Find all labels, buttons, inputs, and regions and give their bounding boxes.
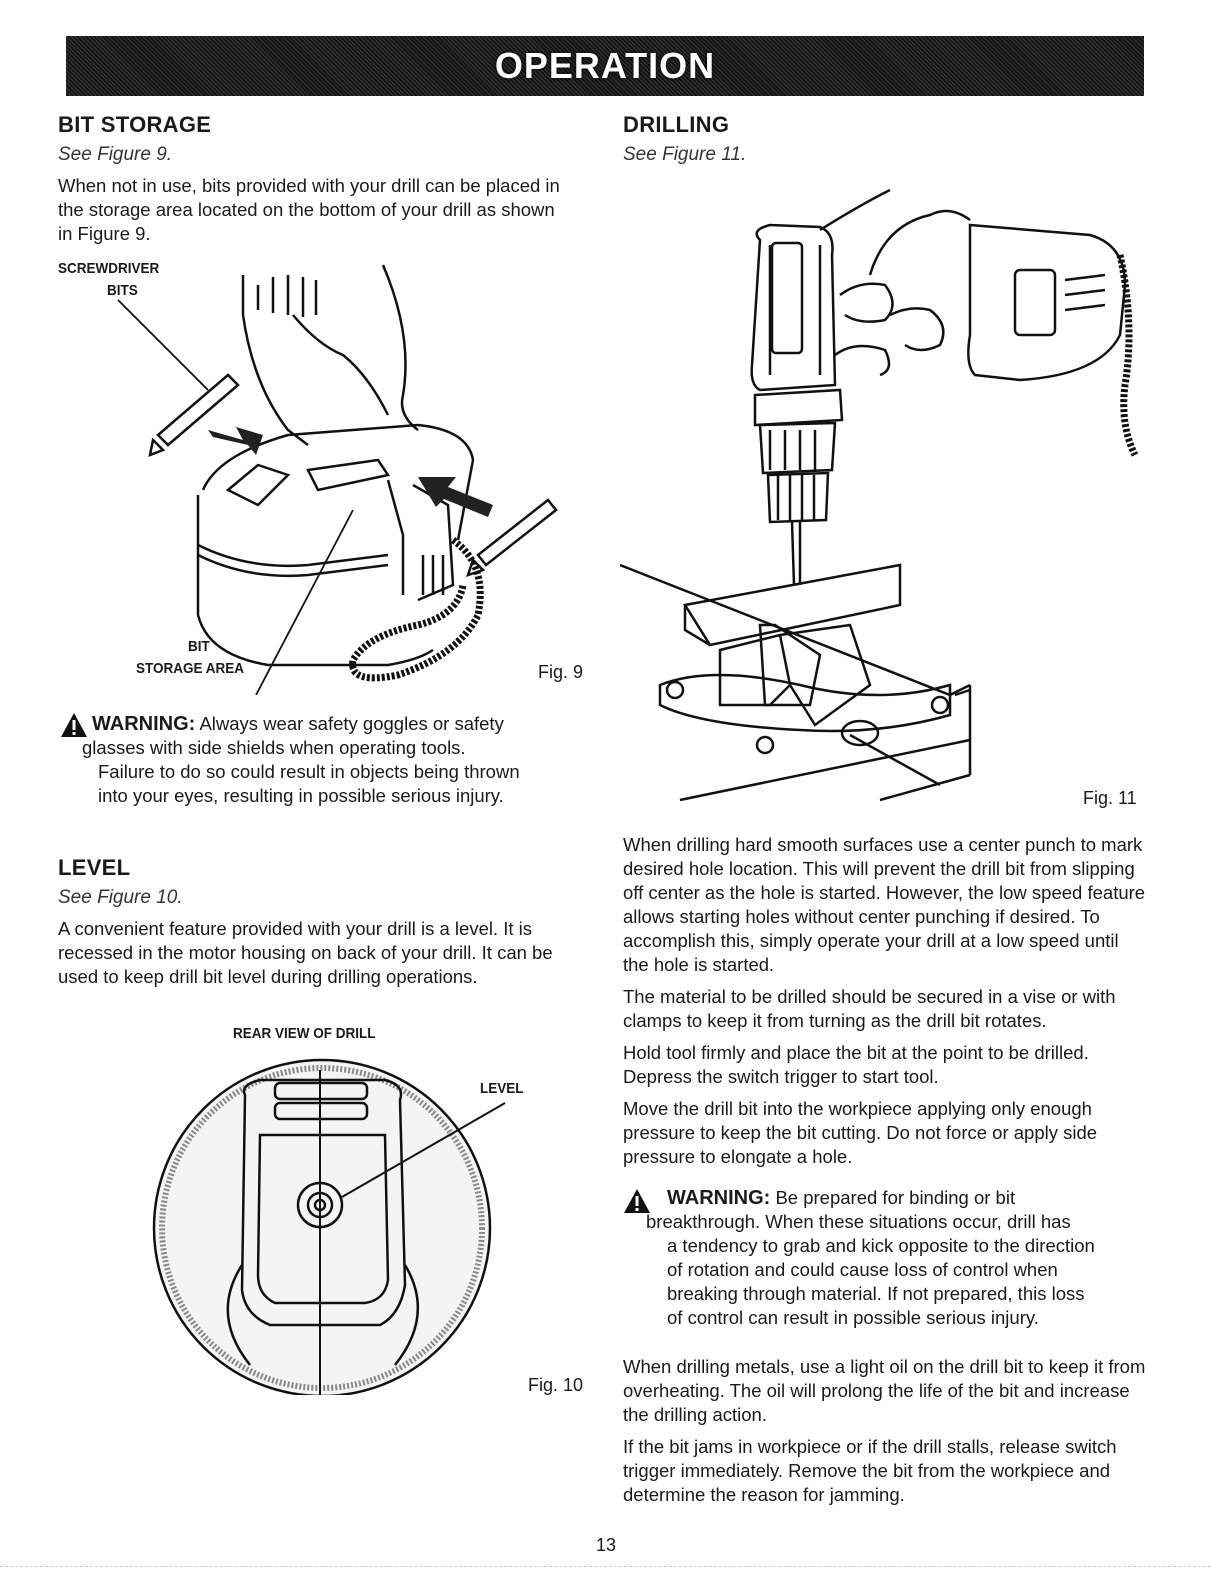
rear-view-illustration [152,1058,506,1395]
drilling-paragraph-6: If the bit jams in workpiece or if the d… [623,1436,1117,1505]
figure-9: SCREWDRIVER BITS BIT STORAGE AREA Fig. 9 [58,255,593,696]
warning-1-label: WARNING: [92,713,196,735]
drilling-paragraph-1: When drilling hard smooth surfaces use a… [623,834,1146,975]
page-number: 13 [596,1535,617,1555]
drilling-heading: DRILLING [623,112,730,137]
drilling-paragraph-4: Move the drill bit into the workpiece ap… [623,1098,1098,1167]
page-bottom-edge [0,1566,1211,1567]
warning-icon [61,713,87,737]
warning-2-label: WARNING: [667,1187,771,1209]
figure-10-label: Fig. 10 [528,1375,584,1395]
callout-level: LEVEL [480,1080,524,1097]
bit-storage-figure-ref: See Figure 9. [58,144,173,165]
drilling-body-continued: When drilling metals, use a light oil on… [623,1355,1148,1515]
drilling-illustration [619,188,1139,802]
figure-10-title: REAR VIEW OF DRILL [233,1025,376,1042]
bit-storage-illustration [117,264,558,696]
warning-binding-breakthrough: WARNING: Be prepared for binding or bit … [623,1186,1148,1330]
warning-2-line2: breakthrough. When these situations occu… [646,1211,1071,1232]
drilling-body: When drilling hard smooth surfaces use a… [623,833,1148,1177]
bit-storage-section: BIT STORAGE See Figure 9. When not in us… [58,112,578,254]
bit-storage-heading: BIT STORAGE [58,112,212,137]
bit-storage-body: When not in use, bits provided with your… [58,175,560,244]
warning-2-line1: Be prepared for binding or bit [775,1187,1016,1208]
warning-1-line2: glasses with side shields when operating… [82,737,466,758]
warning-1-line4: into your eyes, resulting in possible se… [98,785,504,806]
drilling-paragraph-2: The material to be drilled should be sec… [623,986,1116,1031]
warning-2-line3: a tendency to grab and kick opposite to … [667,1235,1095,1256]
level-section: LEVEL See Figure 10. A convenient featur… [58,855,578,997]
warning-1-line3: Failure to do so could result in objects… [98,761,520,782]
warning-2-line5: breaking through material. If not prepar… [667,1283,1085,1304]
level-heading: LEVEL [58,855,131,880]
figure-9-label: Fig. 9 [538,662,584,682]
warning-2-line4: of rotation and could cause loss of cont… [667,1259,1058,1280]
level-figure-ref: See Figure 10. [58,887,183,908]
drilling-paragraph-5: When drilling metals, use a light oil on… [623,1356,1146,1425]
warning-safety-goggles: WARNING: Always wear safety goggles or s… [60,712,580,808]
figure-10: REAR VIEW OF DRILL LEVEL Fig. 10 [150,1025,600,1395]
drilling-paragraph-3: Hold tool firmly and place the bit at th… [623,1042,1089,1087]
drilling-figure-ref: See Figure 11. [623,144,747,165]
section-title: OPERATION [494,45,716,86]
callout-bit-storage-line1: BIT [188,638,210,655]
section-banner: OPERATION [66,36,1144,96]
warning-icon [624,1189,650,1213]
drilling-section: DRILLING See Figure 11. [623,112,1148,174]
callout-bit-storage-line2: STORAGE AREA [136,660,245,677]
warning-1-line1: Always wear safety goggles or safety [199,713,504,734]
figure-11-label: Fig. 11 [1083,788,1137,808]
callout-screwdriver-bits-line1: SCREWDRIVER [58,260,160,277]
figure-11: Fig. 11 [619,185,1145,815]
level-body: A convenient feature provided with your … [58,918,553,987]
callout-screwdriver-bits-line2: BITS [107,282,138,299]
warning-2-line6: of control can result in possible seriou… [667,1307,1039,1328]
